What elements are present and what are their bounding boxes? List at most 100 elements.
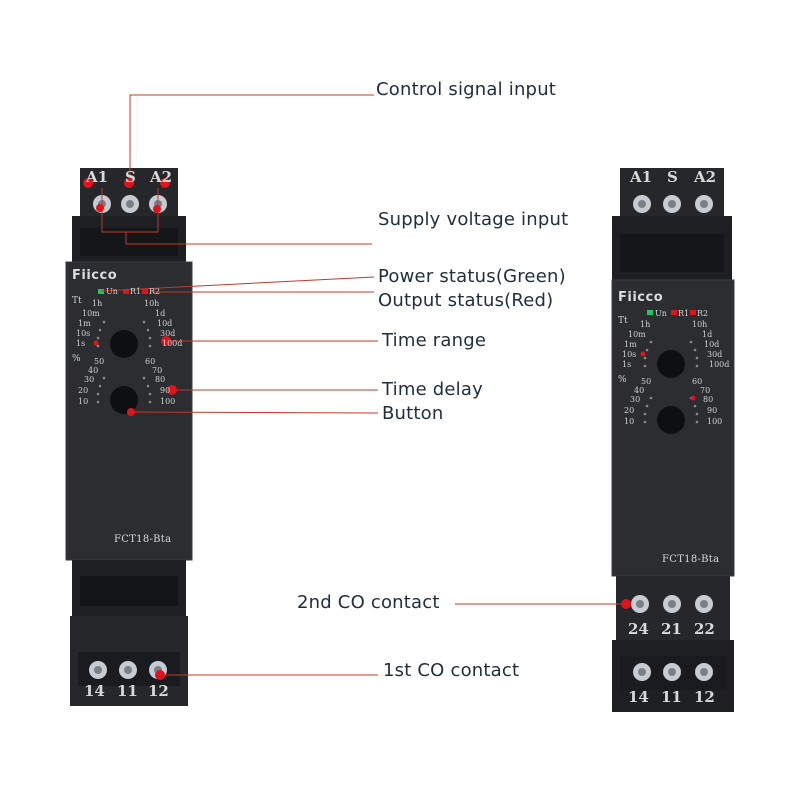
led-label-un: Un xyxy=(655,309,667,318)
delay-left-5: 10 xyxy=(78,397,89,406)
delay-left-2: 40 xyxy=(88,366,99,375)
control-signal-input-label: Control signal input xyxy=(376,79,557,100)
r1-led-icon xyxy=(123,289,129,294)
range-left-5: 1s xyxy=(76,339,86,348)
delay-right-4: 90 xyxy=(160,386,171,395)
terminal-label-a2: A2 xyxy=(150,168,173,186)
percent-label: % xyxy=(72,354,81,364)
brand-logo: Fiicco xyxy=(72,268,118,283)
marker-dot xyxy=(96,204,104,212)
delay-right-5: 100 xyxy=(707,417,723,426)
delay-right-4: 90 xyxy=(707,406,718,415)
delay-left-1: 50 xyxy=(94,357,105,366)
marker-dot xyxy=(690,395,696,401)
led-label-r2: R2 xyxy=(149,287,161,296)
r1-led-icon xyxy=(671,310,677,315)
range-left-2: 10m xyxy=(628,330,646,339)
led-label-un: Un xyxy=(106,287,118,296)
terminal-label-24: 24 xyxy=(628,620,649,638)
time-delay-knob[interactable] xyxy=(657,406,685,434)
terminal-label-a2: A2 xyxy=(694,168,717,186)
marker-dot xyxy=(160,178,170,188)
supply-voltage-line xyxy=(125,232,372,245)
marker-dot xyxy=(640,351,646,357)
time-delay-knob[interactable] xyxy=(110,386,138,414)
power-led-icon xyxy=(647,310,653,315)
terminal-label-a1: A1 xyxy=(630,168,653,186)
marker-dot xyxy=(93,340,99,346)
range-right-4: 30d xyxy=(160,329,176,338)
range-right-3: 10d xyxy=(704,340,720,349)
marker-dot xyxy=(155,670,165,680)
led-label-r1: R1 xyxy=(678,309,690,318)
range-right-1: 10h xyxy=(692,320,708,329)
relay-right xyxy=(611,168,735,712)
output-status-label: Output status(Red) xyxy=(378,290,554,311)
tt-label: Tt xyxy=(72,296,82,306)
marker-dot xyxy=(153,205,161,213)
delay-left-4: 20 xyxy=(624,406,635,415)
control-signal-line xyxy=(129,94,374,182)
time-range-knob[interactable] xyxy=(657,350,685,378)
terminal-label-11: 11 xyxy=(661,688,682,706)
delay-right-1: 60 xyxy=(145,357,156,366)
percent-label: % xyxy=(618,375,627,385)
delay-left-1: 50 xyxy=(641,377,652,386)
supply-voltage-input-label: Supply voltage input xyxy=(378,209,569,230)
terminal-label-a1: A1 xyxy=(86,168,109,186)
range-right-3: 10d xyxy=(157,319,173,328)
marker-dot xyxy=(161,336,171,346)
delay-right-3: 80 xyxy=(703,395,714,404)
range-left-1: 1h xyxy=(640,320,651,329)
terminal-label-11: 11 xyxy=(117,682,138,700)
second-co-contact-label: 2nd CO contact xyxy=(297,592,440,613)
time-range-knob[interactable] xyxy=(110,330,138,358)
button-label: Button xyxy=(382,403,444,424)
delay-right-1: 60 xyxy=(692,377,703,386)
marker-dot xyxy=(124,178,134,188)
range-right-5: 100d xyxy=(709,360,730,369)
first-co-contact-label: 1st CO contact xyxy=(383,660,520,681)
terminal-label-12: 12 xyxy=(148,682,169,700)
button-line xyxy=(130,411,379,414)
terminal-label-12: 12 xyxy=(694,688,715,706)
marker-dot xyxy=(127,408,135,416)
range-left-4: 10s xyxy=(622,350,637,359)
range-right-5: 100d xyxy=(162,339,183,348)
delay-right-3: 80 xyxy=(155,375,166,384)
time-range-label: Time range xyxy=(382,330,487,351)
delay-right-2: 70 xyxy=(152,366,163,375)
delay-right-5: 100 xyxy=(160,397,176,406)
r2-led-icon xyxy=(142,289,148,294)
delay-right-2: 70 xyxy=(700,386,711,395)
marker-dot xyxy=(621,599,631,609)
range-left-3: 1m xyxy=(78,319,91,328)
brand-logo: Fiicco xyxy=(618,290,664,305)
range-left-2: 10m xyxy=(82,309,100,318)
tt-label: Tt xyxy=(618,316,628,326)
marker-dot xyxy=(83,178,93,188)
led-label-r2: R2 xyxy=(697,309,709,318)
model-label: FCT18-Bta xyxy=(662,554,720,565)
terminal-label-s: S xyxy=(125,168,136,186)
led-label-r1: R1 xyxy=(130,287,142,296)
range-right-2: 1d xyxy=(702,330,713,339)
callout-markers xyxy=(83,178,696,680)
terminal-label-s: S xyxy=(667,168,678,186)
power-led-icon xyxy=(98,289,104,294)
range-right-4: 30d xyxy=(707,350,723,359)
time-delay-label: Time delay xyxy=(382,379,483,400)
power-status-label: Power status(Green) xyxy=(378,266,566,287)
terminal-label-14: 14 xyxy=(84,682,105,700)
range-left-3: 1m xyxy=(624,340,637,349)
terminal-label-22: 22 xyxy=(694,620,715,638)
delay-left-2: 40 xyxy=(634,386,645,395)
range-left-4: 10s xyxy=(76,329,91,338)
terminal-label-21: 21 xyxy=(661,620,682,638)
power-status-line xyxy=(100,276,375,292)
terminal-label-14: 14 xyxy=(628,688,649,706)
marker-dot xyxy=(167,385,177,395)
relay-left xyxy=(65,168,193,706)
range-left-5: 1s xyxy=(622,360,632,369)
